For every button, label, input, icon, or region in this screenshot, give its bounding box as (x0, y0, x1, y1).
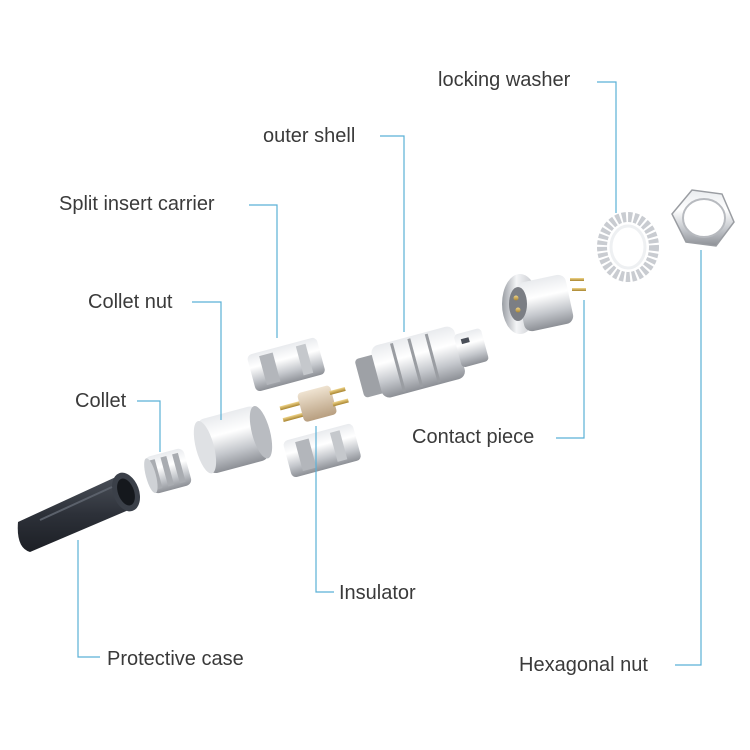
leader-protective-case (77, 540, 100, 658)
leader-hexagonal-nut (675, 250, 702, 666)
label-insulator: Insulator (339, 582, 416, 604)
leader-outer-shell (380, 135, 405, 332)
leader-contact-piece (556, 300, 585, 439)
leader-lines (77, 81, 702, 666)
hexagonal-nut-illustration (671, 189, 735, 247)
label-hexagonal-nut: Hexagonal nut (519, 654, 648, 676)
collet-nut-illustration (193, 406, 273, 474)
label-contact-piece: Contact piece (412, 426, 535, 448)
label-locking-washer: locking washer (438, 69, 571, 91)
label-protective-case: Protective case (107, 648, 244, 670)
leader-locking-washer (597, 81, 617, 213)
locking-washer-illustration (597, 212, 659, 282)
outer-shell-illustration (355, 326, 489, 398)
label-outer-shell: outer shell (263, 125, 356, 147)
contact-piece-illustration (502, 274, 586, 334)
split-insert-carrier-illustration (247, 337, 361, 477)
collet-illustration (144, 448, 192, 494)
leader-collet (137, 400, 161, 452)
label-collet: Collet (75, 390, 127, 412)
leader-collet-nut (192, 301, 222, 420)
insulator-illustration (279, 385, 349, 422)
leader-insulator (315, 426, 334, 593)
label-collet-nut: Collet nut (88, 291, 173, 313)
leader-split-insert-carrier (249, 204, 278, 338)
label-split-insert-carrier: Split insert carrier (59, 193, 215, 215)
protective-case-illustration (17, 472, 141, 552)
